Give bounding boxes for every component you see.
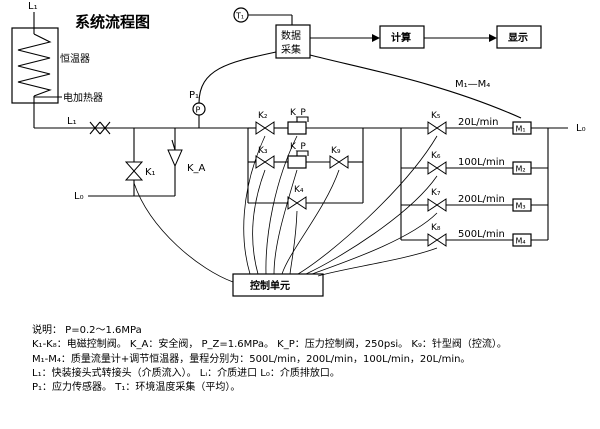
meters-bus-label: M₁—M₄ [455,79,490,90]
lo-right-label: L₀ [576,123,586,134]
branch-rate-3: 200L/min [458,194,505,205]
pressure-control-valve-kp-mid [287,150,309,169]
note-line-3: M₁-M₄：质量流量计+调节恒温器，量程分别为：500L/min，200L/mi… [32,353,471,365]
k8-label: K₈ [431,223,441,233]
branch-rate-1: 20L/min [458,117,499,128]
k2-label: K₂ [258,111,268,121]
electric-heater-label: 电加热器 [63,91,103,104]
l1-pipe-label: L₁ [67,116,77,127]
solenoid-valve-k3 [255,155,275,169]
solenoid-valve-k1 [124,161,144,181]
k5-label: K₅ [431,111,441,121]
branch-k7-m3 [401,198,548,212]
lo-left-label: L₀ [74,191,84,202]
diagram-title: 系统流程图 [75,13,150,31]
branch-k6-m2 [401,161,548,175]
k1-label: K₁ [145,167,156,178]
branch-rate-4: 500L/min [458,229,505,240]
thermostat-label: 恒温器 [60,52,90,65]
meter-m3-label: M₃ [516,202,526,211]
solenoid-valve-k2 [255,121,275,135]
t1-label: T₁ [235,12,244,21]
k4-label: K₄ [294,185,304,195]
needle-valve-k9 [329,155,349,169]
note-line-5: P₁：应力传感器。 T₁：环境温度采集（平均）。 [32,382,241,394]
note-line-1: 说明： P=0.2～1.6MPa [32,325,142,336]
quick-coupler-icon [89,121,111,135]
display-box [496,25,542,49]
control-unit-label: 控制单元 [250,279,290,292]
branch-k5-m1 [401,121,568,135]
k6-label: K₆ [431,151,441,161]
calculation-box [379,25,425,49]
data-acquisition-line2: 采集 [281,43,301,56]
meter-m4-label: M₄ [516,237,526,246]
note-line-4: L₁：快装接头式转接头（介质流入）。 Lᵢ：介质进口 L₀：介质排放口。 [32,367,340,379]
thermostat-tank [11,12,62,128]
data-acquisition-line1: 数据 [281,29,301,42]
p1-label: P₁ [189,90,199,101]
safety-valve-ka-icon [167,139,183,168]
branch-rate-2: 100L/min [458,157,505,168]
note-line-2: K₁-K₈：电磁控制阀。 K_A：安全阀， P_Z=1.6MPa。 K_P：压力… [32,339,507,351]
k9-label: K₉ [331,146,341,156]
meter-m1-label: M₁ [516,125,526,134]
control-unit-box [232,273,324,297]
data-acquisition-box [275,24,311,59]
l1-top-label: L₁ [28,1,38,12]
p-symbol: P [196,106,201,115]
k3-label: K₃ [258,146,268,156]
ka-label: K_A [187,163,206,174]
k7-label: K₇ [431,188,441,198]
pressure-control-valve-kp-top [287,116,309,135]
notes-block: 说明： P=0.2～1.6MPa K₁-K₈：电磁控制阀。 K_A：安全阀， P… [32,324,592,395]
meter-m2-label: M₂ [516,165,526,174]
calculation-label: 计算 [391,31,411,44]
solenoid-valve-k4 [287,196,307,210]
display-label: 显示 [508,32,528,44]
kp-mid-label: K_P [290,142,306,152]
branch-k8-m4 [401,233,548,247]
kp-top-label: K_P [290,108,306,118]
control-wiring [133,135,438,283]
